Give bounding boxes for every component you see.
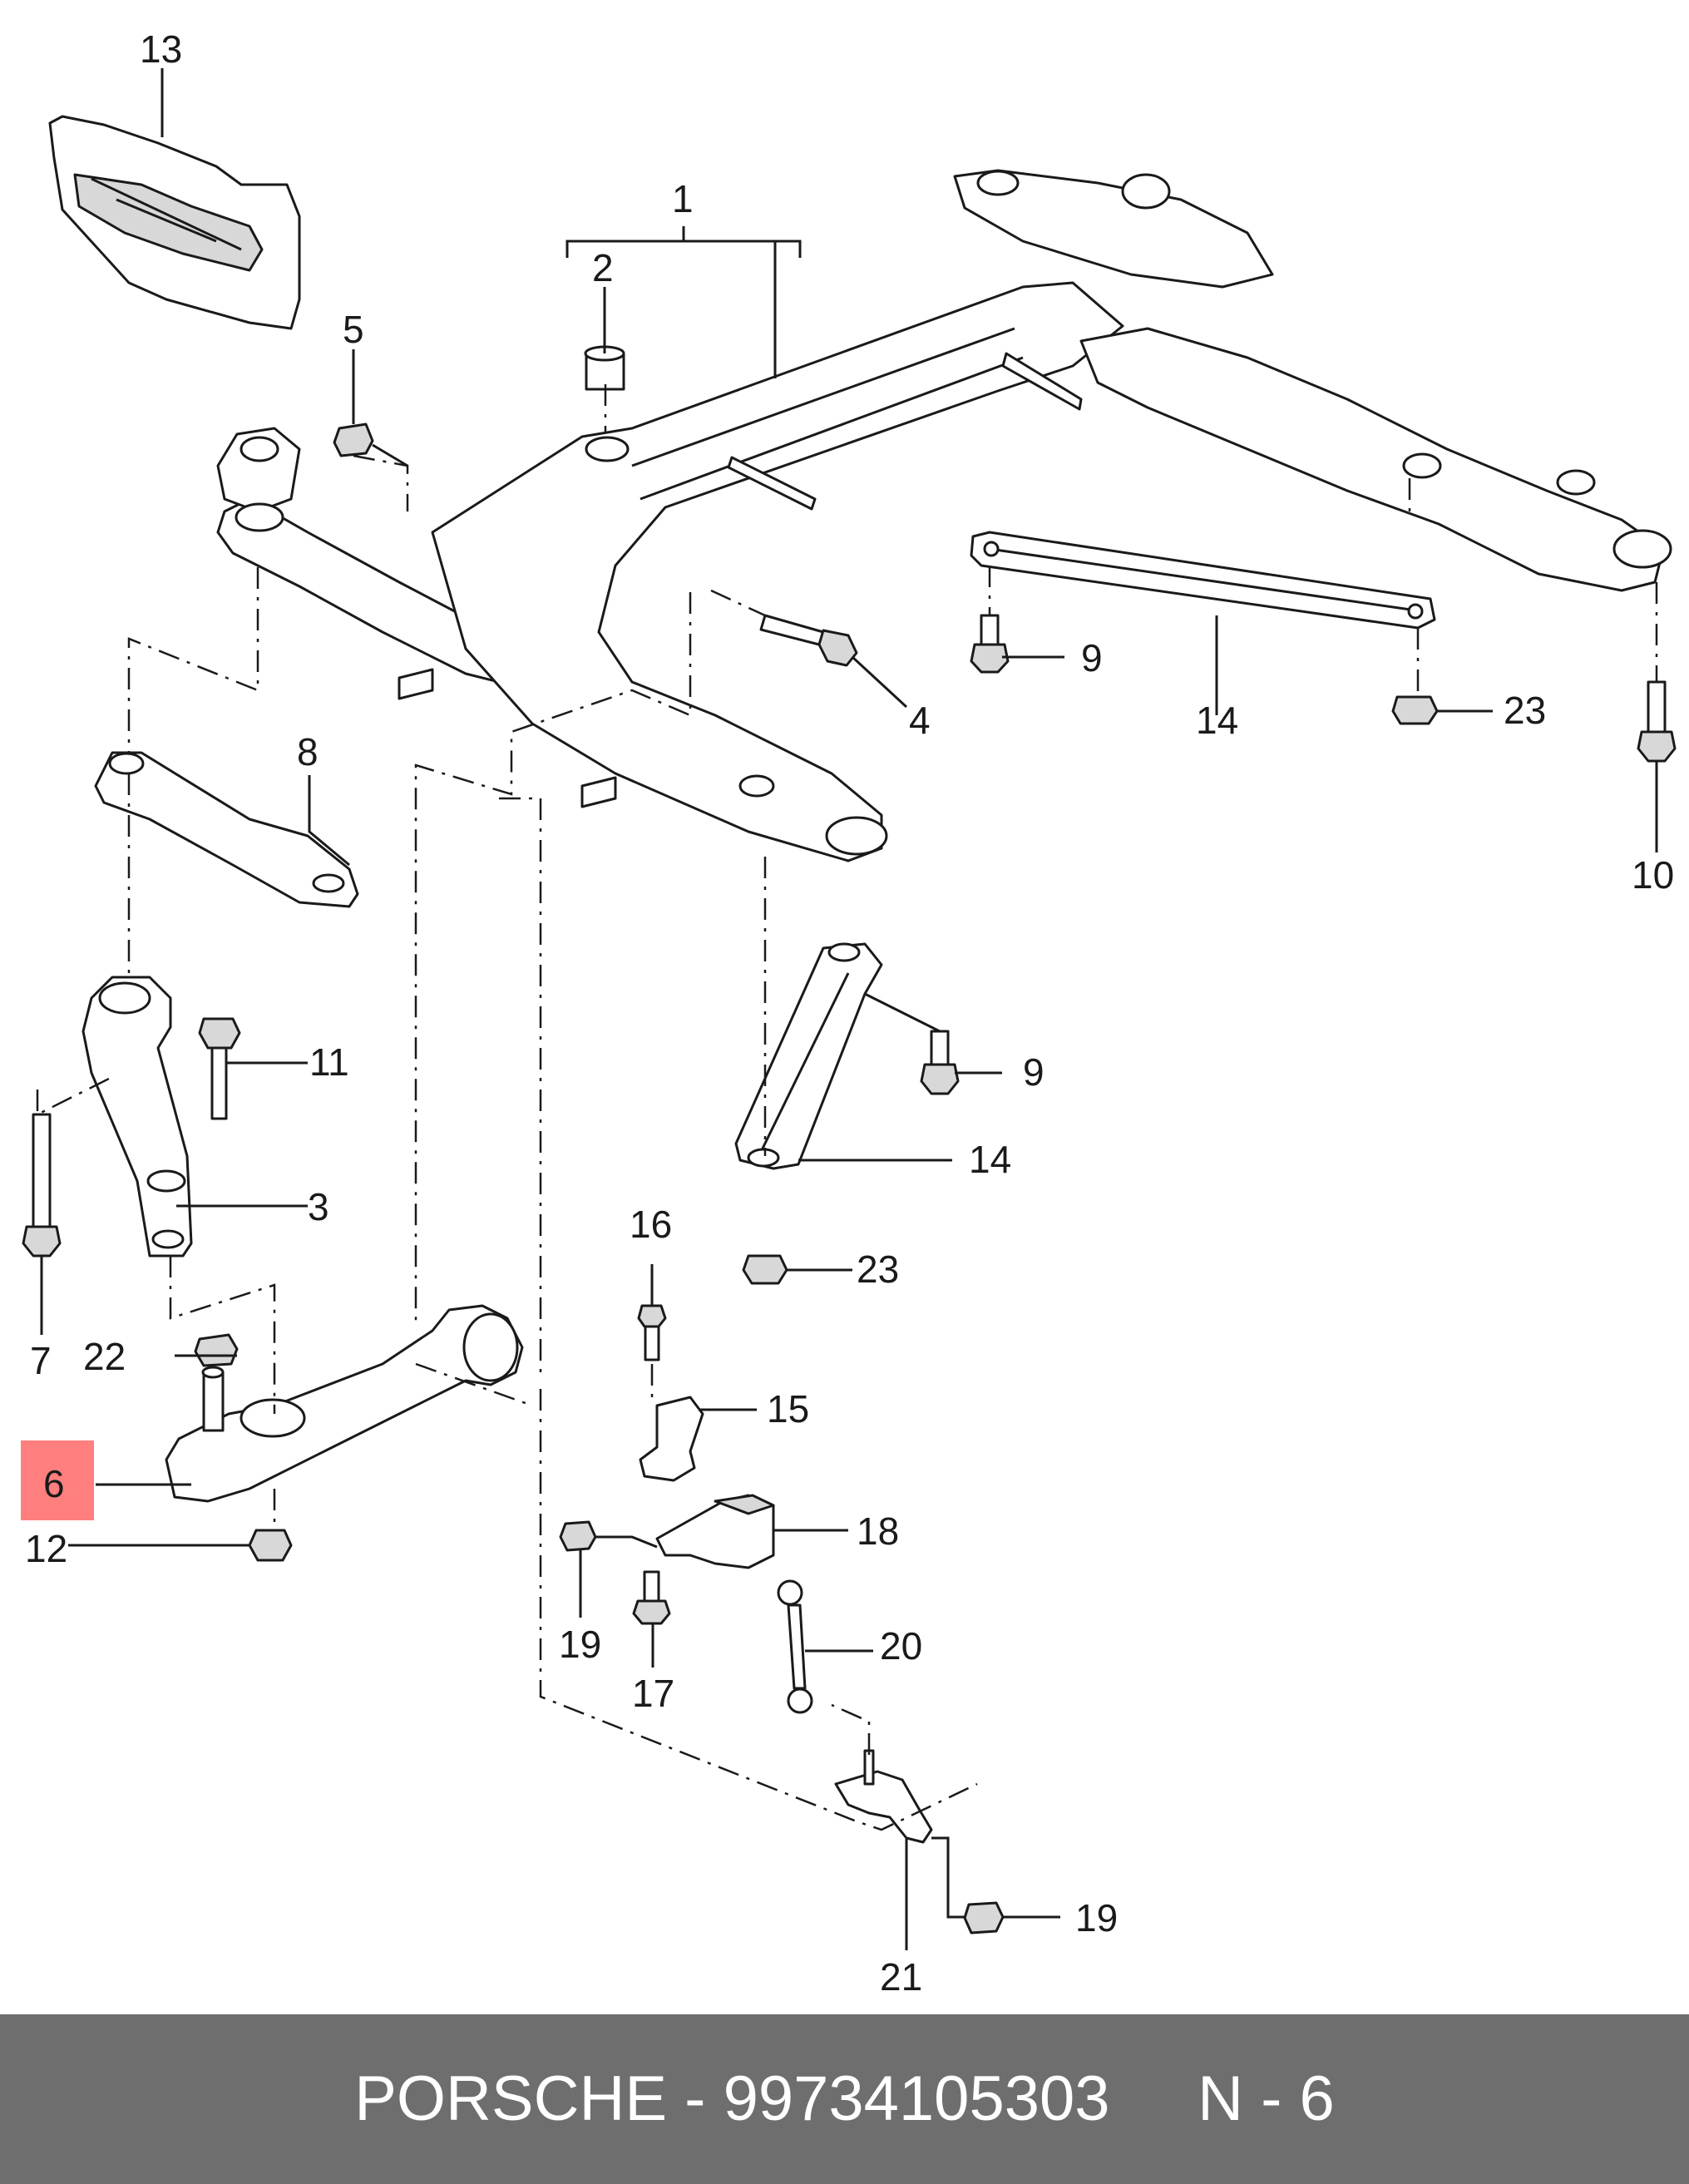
callout-14-top: 14 — [1196, 699, 1238, 742]
part-19-nut-left — [559, 1520, 597, 1552]
callout-4: 4 — [909, 699, 931, 742]
part-3-mount — [81, 976, 193, 1258]
callout-20: 20 — [880, 1624, 922, 1668]
callout-11: 11 — [309, 1040, 349, 1084]
callout-12: 12 — [25, 1527, 67, 1570]
part-9-bolt-mid — [920, 1030, 960, 1095]
parts-diagram: 13 1 2 5 4 9 14 23 10 8 11 9 14 3 16 23 … — [21, 27, 1677, 1999]
footer-part-number: 99734105303 — [723, 2063, 1110, 2134]
callout-17: 17 — [632, 1672, 674, 1715]
callout-23-mid: 23 — [857, 1248, 899, 1291]
callout-9-top: 9 — [1081, 636, 1103, 679]
part-18-sensor — [655, 1494, 775, 1569]
part-14-brace-mid — [734, 942, 883, 1170]
callout-9-mid: 9 — [1023, 1050, 1045, 1094]
part-17-bolt — [632, 1570, 671, 1625]
footer-page-ref: N - 6 — [1198, 2063, 1335, 2134]
part-12-nut — [248, 1529, 293, 1562]
part-22-nut — [194, 1333, 239, 1367]
callout-22: 22 — [83, 1335, 126, 1378]
callout-16: 16 — [630, 1203, 672, 1246]
part-16-bolt — [637, 1304, 667, 1361]
part-23-nut-mid — [742, 1254, 788, 1285]
footer-gap — [1110, 2063, 1198, 2134]
callout-1: 1 — [672, 177, 694, 220]
part-23-nut-top — [1391, 695, 1439, 725]
callout-13: 13 — [140, 27, 182, 71]
callout-5: 5 — [343, 308, 364, 351]
callout-3: 3 — [308, 1185, 329, 1228]
callout-18: 18 — [857, 1510, 899, 1553]
footer-text: PORSCHE - 99734105303 N - 6 — [0, 2014, 1689, 2184]
part-14-brace-top — [970, 531, 1436, 630]
part-6-control-arm — [165, 1304, 524, 1503]
callout-21: 21 — [880, 1955, 922, 1999]
leader-lines — [40, 68, 1658, 1950]
part-5-nut — [333, 422, 374, 457]
footer-separator: - — [667, 2063, 724, 2134]
part-19-nut-bottom — [963, 1901, 1005, 1934]
part-8-bracket — [94, 751, 359, 908]
callout-7: 7 — [30, 1339, 52, 1382]
callout-2: 2 — [592, 246, 614, 289]
callout-19-left: 19 — [559, 1623, 601, 1666]
footer-brand: PORSCHE — [354, 2063, 668, 2134]
part-1-subframe — [216, 169, 1672, 862]
part-4-bolt — [759, 614, 858, 667]
part-20-link — [777, 1579, 813, 1714]
part-9-bolt-top — [970, 614, 1010, 674]
part-7-bolt — [22, 1113, 62, 1258]
part-13-shield — [48, 115, 301, 330]
callout-10: 10 — [1632, 853, 1674, 897]
part-10-bolt — [1637, 680, 1677, 763]
callout-8: 8 — [297, 730, 319, 773]
part-15-bracket — [639, 1396, 704, 1482]
callout-23-top: 23 — [1504, 689, 1546, 732]
callout-6: 6 — [43, 1462, 65, 1505]
part-11-bolt — [198, 1017, 241, 1120]
callout-14-mid: 14 — [969, 1138, 1011, 1181]
callout-19-bottom: 19 — [1075, 1896, 1118, 1939]
highlight-box — [21, 1440, 94, 1520]
footer-bar: PORSCHE - 99734105303 N - 6 — [0, 2014, 1689, 2184]
part-21-bracket — [834, 1749, 933, 1844]
callout-15: 15 — [767, 1387, 809, 1430]
